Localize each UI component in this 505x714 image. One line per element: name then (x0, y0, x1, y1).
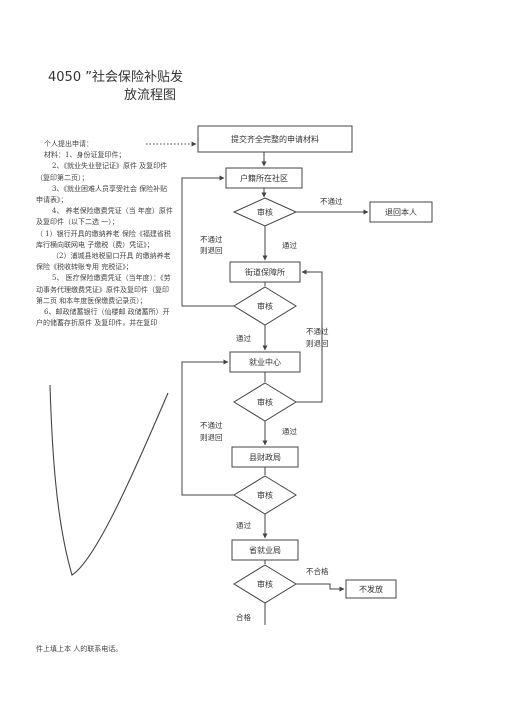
materials-item: 个人提出申请： (44, 140, 93, 148)
submit-box (197, 125, 353, 153)
review-diamond-label: 审核 (257, 207, 273, 217)
connector (181, 175, 234, 307)
fail-return-label: 不通过 (200, 234, 223, 244)
pass-label: 通过 (282, 240, 297, 250)
qualified-label: 合格 (236, 612, 251, 622)
materials-item: （2）浦城县地税窗口开具 的缴纳养老保险《税收转账专用 完税证》； (36, 252, 171, 272)
materials-item: 6、邮政储蓄银行（仙楼邮 政储蓄所）开户的储蓄存折原件 及复印件，并在复印 (36, 308, 170, 328)
pass-label: 通过 (282, 426, 297, 436)
pass-label: 通过 (236, 333, 251, 343)
fail-return-label: 不通过 (200, 420, 223, 430)
fail-return-label: 则退回 (200, 433, 223, 442)
no-issue-box (345, 579, 397, 599)
return-person-box (369, 201, 433, 223)
materials-list: 个人提出申请： 材料：1、身份证复印件； 2、《就业失业登记证》原件 及复印件（… (36, 139, 174, 329)
unqualified-label: 不合格 (306, 566, 329, 576)
fail-return-label: 则退回 (200, 246, 223, 255)
title-line-2: 放流程图 (124, 88, 177, 103)
employment-center-label: 就业中心 (249, 357, 281, 367)
connector (181, 359, 234, 496)
review-diamond-label: 审核 (257, 301, 273, 311)
materials-item: 2、《就业失业登记证》原件 及复印件（复印第二页）； (36, 162, 168, 182)
materials-item: 3、《就业困难人员享受社会 保险补贴申请表》； (36, 184, 168, 205)
materials-item: （ 1）银行开具的缴纳养老 保险《福建省税库行横向联网电 子缴税（费）凭证》； (36, 229, 171, 249)
fail-return-label: 则退回 (306, 339, 329, 348)
return-person-label: 退回本人 (385, 207, 417, 217)
pen-stroke-decoration (49, 384, 169, 576)
county-finance-label: 县财政局 (249, 452, 281, 462)
title-line-1: 4050 ”社会保险补贴发 (48, 70, 183, 85)
street-box-label: 街道保障所 (245, 267, 285, 277)
pass-label: 通过 (236, 520, 251, 530)
review-diamond-label: 审核 (257, 397, 273, 407)
materials-item: 4、 养老保险缴费凭证（当 年度）原件及复印件（以下二选 一）； (36, 207, 173, 227)
provincial-employment-label: 省就业局 (249, 545, 281, 555)
materials-item: 材料：1、身份证复印件； (44, 151, 126, 160)
review-diamond-label: 审核 (257, 579, 273, 589)
fail-return-label: 不通过 (306, 326, 329, 336)
connector (296, 583, 345, 592)
fail-label: 不通过 (320, 196, 343, 206)
community-box-label: 户籍所在社区 (240, 173, 288, 183)
submit-box-label: 提交齐全完整的申请材料 (231, 134, 319, 144)
footer-note: 件上填上本 人的联系电话。 (36, 645, 123, 653)
no-issue-label: 不发放 (359, 584, 383, 594)
connector (296, 269, 323, 403)
review-diamond-label: 审核 (257, 490, 273, 500)
materials-item: 5、 医疗保险缴费凭证（当年度）：《劳动事务代理缴费凭证》原件及复印件（复印第二… (36, 274, 171, 305)
